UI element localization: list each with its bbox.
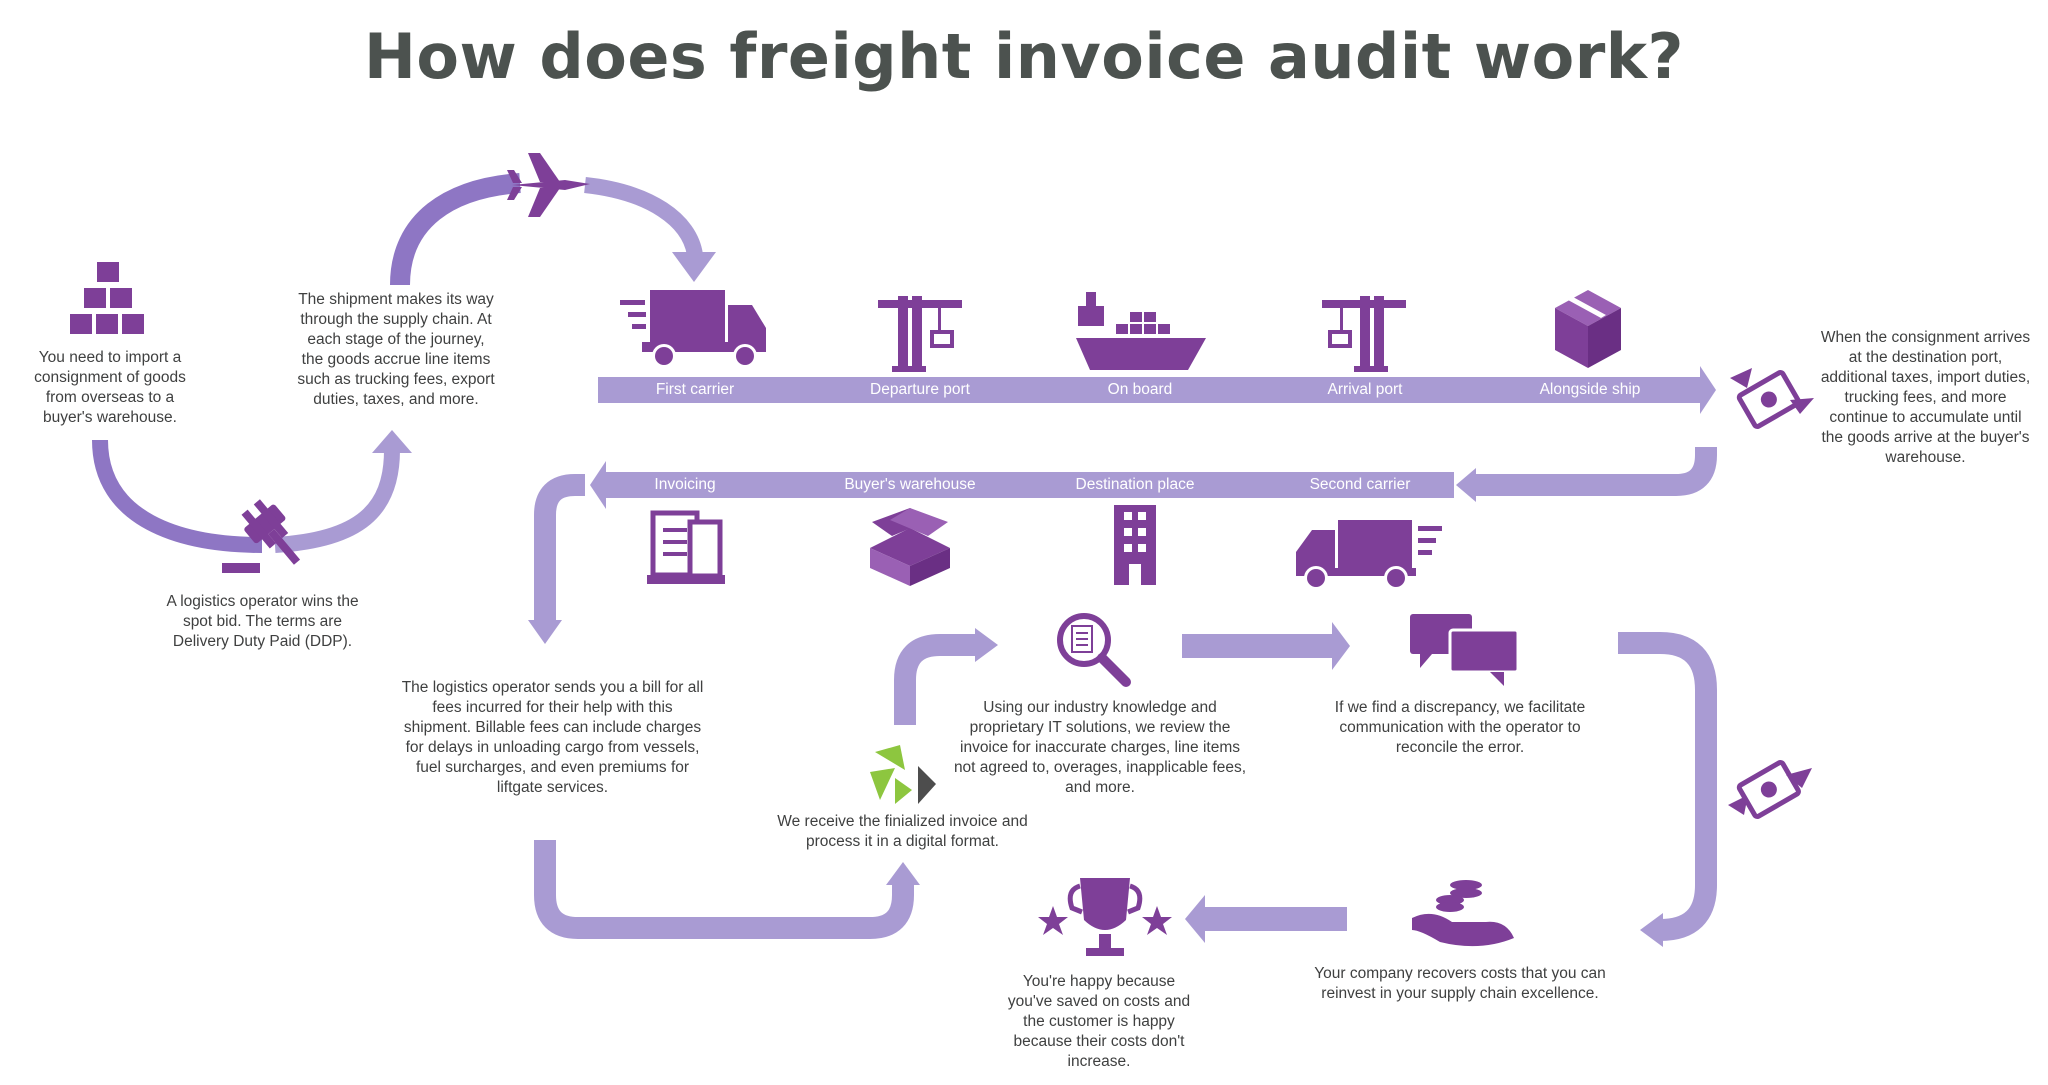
airplane-icon — [507, 153, 590, 217]
step-arrives-text: When the consignment arrives at the dest… — [1820, 329, 2031, 466]
stage-label-first-carrier: First carrier — [655, 381, 735, 398]
step-receive-text: We receive the finialized invoice and pr… — [777, 813, 1028, 850]
gavel-icon — [222, 499, 301, 573]
chat-icon — [1410, 614, 1520, 686]
cargo-ship-icon — [1076, 292, 1206, 370]
logo-icon — [870, 745, 936, 804]
trophy-icon — [1038, 878, 1172, 956]
step-recover-text: Your company recovers costs that you can… — [1314, 965, 1606, 1002]
building-icon — [1114, 505, 1156, 585]
step-bill-text: The logistics operator sends you a bill … — [401, 679, 704, 796]
stage-label-buyers-warehouse: Buyer's warehouse — [844, 476, 976, 493]
crane-icon-arrival — [1322, 296, 1406, 372]
magnifier-icon — [1057, 613, 1131, 687]
flying-money-icon-top — [1730, 368, 1814, 429]
step-shipment-text: The shipment makes its way through the s… — [297, 291, 495, 408]
stage-label-second-carrier: Second carrier — [1309, 476, 1411, 493]
crane-icon-departure — [878, 296, 962, 372]
step-discrepancy-text: If we find a discrepancy, we facilitate … — [1334, 699, 1586, 756]
flying-money-icon-bottom — [1728, 760, 1812, 819]
arc-bid-to-shipment — [274, 430, 412, 553]
truck-icon-second — [1296, 520, 1442, 590]
stage-label-invoicing: Invoicing — [654, 476, 716, 493]
step-happy-text: You're happy because you've saved on cos… — [1007, 973, 1191, 1070]
step-review-text: Using our industry knowledge and proprie… — [953, 699, 1247, 796]
open-box-icon — [870, 508, 950, 586]
stage-label-on-board: On board — [1107, 381, 1173, 398]
arc-plane-to-truck — [584, 177, 716, 282]
connector-receive-to-review — [894, 628, 998, 725]
arc-shipment-to-plane — [390, 173, 521, 286]
arrow-recover-to-happy — [1185, 895, 1347, 943]
arc-import-to-bid — [92, 439, 263, 553]
arrow-review-to-discrepancy — [1182, 622, 1350, 670]
connector-right-turn — [1456, 447, 1717, 502]
boxes-icon — [70, 262, 144, 334]
step-bid-text: A logistics operator wins the spot bid. … — [166, 593, 359, 650]
truck-icon — [620, 290, 766, 368]
stage-label-destination-place: Destination place — [1075, 476, 1195, 493]
receipt-icon — [647, 510, 725, 584]
coins-hand-icon — [1412, 880, 1514, 947]
stage-label-departure-port: Departure port — [870, 381, 970, 398]
stage-label-alongside-ship: Alongside ship — [1539, 381, 1641, 398]
connector-discrepancy-to-recover — [1618, 632, 1717, 947]
page-title: How does freight invoice audit work? — [364, 20, 1684, 93]
stage-label-arrival-port: Arrival port — [1327, 381, 1403, 398]
step-import-text: You need to import a consignment of good… — [34, 349, 186, 426]
connector-bill-to-receive — [534, 840, 920, 939]
bottom-timeline-bar — [590, 461, 1454, 509]
box-icon — [1555, 290, 1621, 368]
connector-down-to-bill — [528, 474, 585, 644]
top-timeline-bar — [598, 366, 1716, 414]
